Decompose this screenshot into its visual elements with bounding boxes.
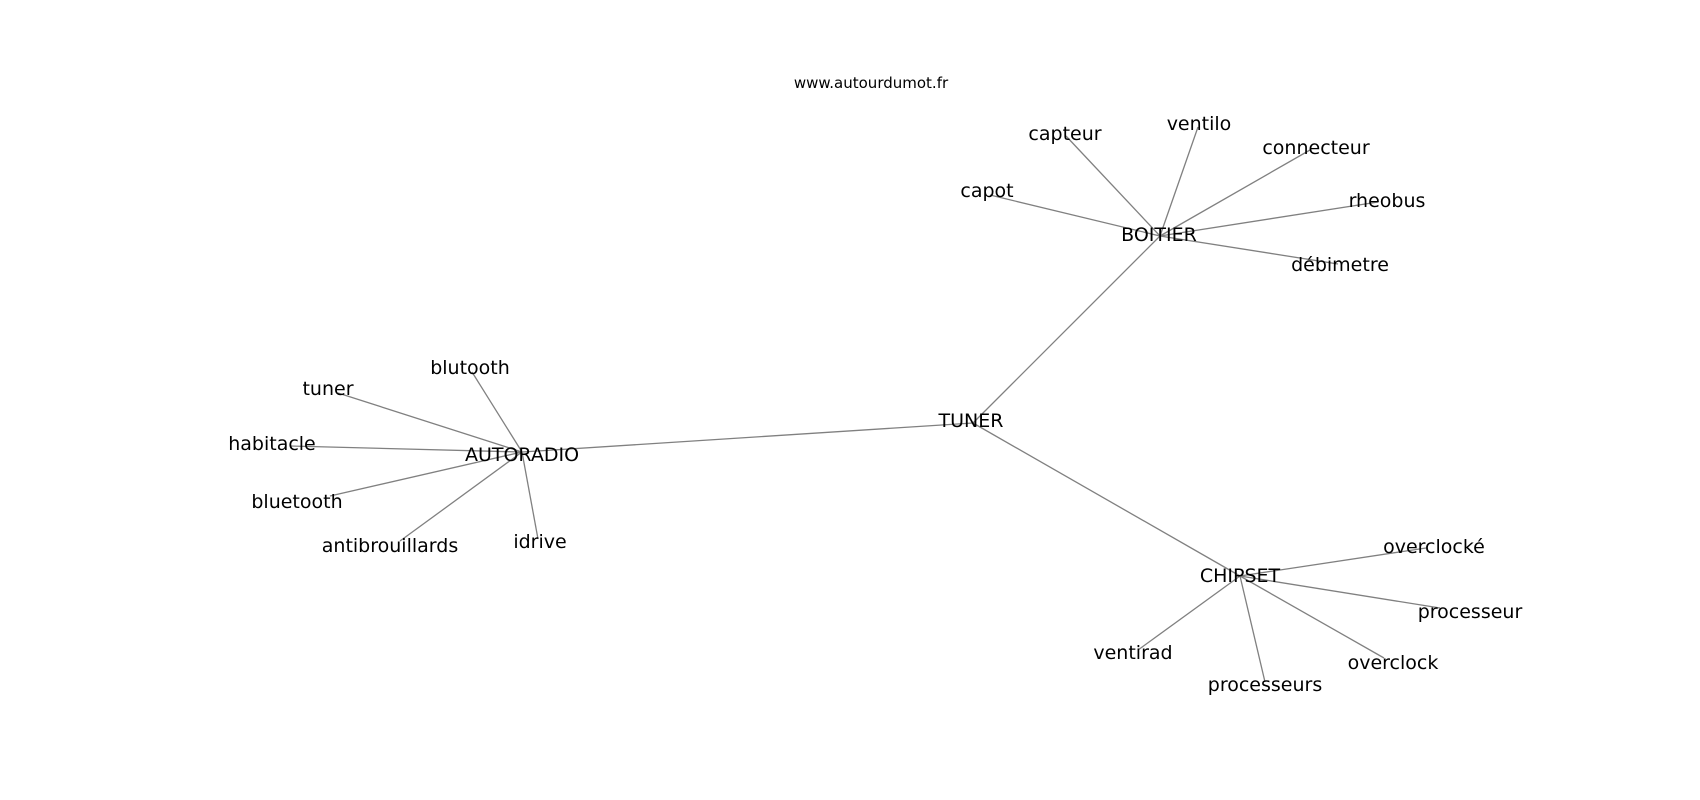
edge-autoradio-leaf [329, 451, 523, 497]
edge-boitier-leaf [1159, 126, 1199, 237]
edge-chipset-leaf [1239, 547, 1427, 577]
edge-autoradio-leaf [289, 445, 523, 453]
edge-autoradio-leaf [471, 371, 523, 453]
edge-boitier-leaf [1065, 135, 1161, 237]
edge-boitier-leaf [1159, 149, 1311, 237]
node-hub-boitier: BOITIER [1121, 224, 1197, 246]
edge-root-autoradio [521, 422, 974, 453]
edge-boitier-leaf [1159, 235, 1339, 265]
node-leaf: capot [960, 180, 1013, 202]
edge-chipset-leaf [1239, 575, 1385, 659]
node-leaf: ventirad [1093, 642, 1172, 664]
edge-autoradio-leaf [337, 392, 523, 453]
site-watermark: www.autourdumot.fr [794, 74, 949, 92]
edge-chipset-leaf [1137, 575, 1241, 651]
node-leaf: rheobus [1349, 190, 1426, 212]
node-leaf: processeurs [1208, 674, 1322, 696]
node-root: TUNER [938, 410, 1004, 432]
edge-chipset-leaf [1239, 575, 1266, 683]
graph-edges [289, 126, 1441, 683]
node-leaf: débimetre [1291, 254, 1389, 276]
edge-root-chipset [972, 422, 1241, 577]
node-leaf: idrive [513, 531, 566, 553]
edge-boitier-leaf [989, 194, 1161, 237]
node-leaf: processeur [1418, 601, 1523, 623]
edge-boitier-leaf [1159, 201, 1379, 237]
edge-autoradio-leaf [399, 451, 523, 542]
node-leaf: overclocké [1383, 536, 1485, 558]
node-leaf: blutooth [430, 357, 510, 379]
node-hub-autoradio: AUTORADIO [465, 444, 579, 466]
node-hub-chipset: CHIPSET [1200, 565, 1281, 587]
node-leaf: ventilo [1167, 113, 1232, 135]
edge-autoradio-leaf [521, 451, 539, 540]
graph-labels: TUNER AUTORADIO blutooth tuner habitacle blue… [228, 113, 1522, 696]
node-leaf: tuner [302, 378, 353, 400]
node-leaf: connecteur [1262, 137, 1369, 159]
node-leaf: overclock [1348, 652, 1439, 674]
edge-chipset-leaf [1239, 575, 1441, 609]
node-leaf: bluetooth [251, 491, 342, 513]
node-leaf: antibrouillards [322, 535, 458, 557]
edge-root-boitier [972, 235, 1161, 424]
node-leaf: capteur [1028, 123, 1101, 145]
node-leaf: habitacle [228, 433, 316, 455]
